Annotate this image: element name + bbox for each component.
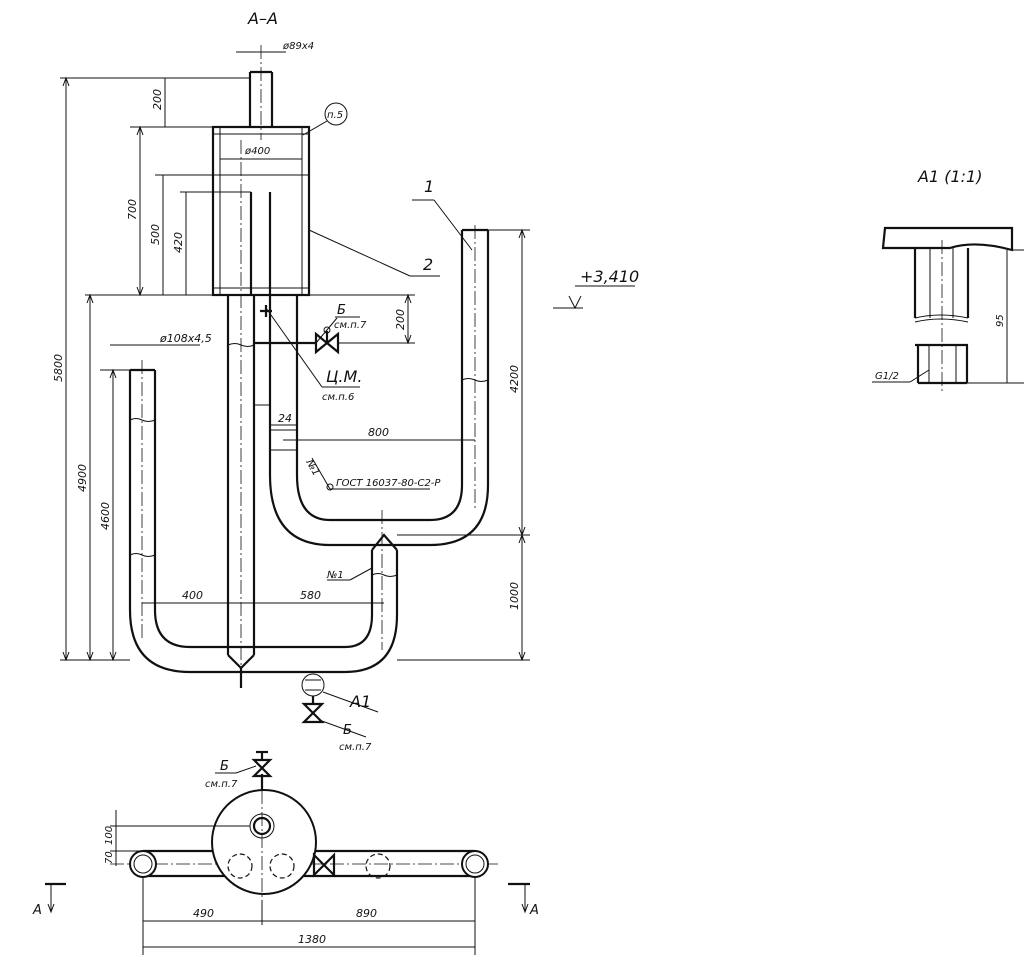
section-mark-right: А xyxy=(529,903,539,918)
dim-700: 700 xyxy=(126,199,139,220)
see-p6: см.п.6 xyxy=(322,392,354,403)
dim-490: 490 xyxy=(193,907,214,920)
see-p7-side: см.п.7 xyxy=(334,320,367,331)
thread-label: G1/2 xyxy=(875,371,899,382)
dimension-lines xyxy=(60,51,530,662)
callout-b-plan: Б xyxy=(220,759,229,774)
dim-1000: 1000 xyxy=(508,582,521,610)
pos-ref-label: п.5 xyxy=(327,110,343,121)
standard-label: ГОСТ 16037-80-С2-Р xyxy=(336,478,441,489)
callout-2: 2 xyxy=(423,255,433,274)
elevation-label: +3,410 xyxy=(580,267,639,286)
dim-24: 24 xyxy=(278,412,292,425)
dim-420: 420 xyxy=(172,232,185,253)
center-mark xyxy=(260,305,272,317)
right-riser-pipe xyxy=(268,295,299,475)
detail-title: А1 (1:1) xyxy=(917,167,982,186)
vessel-dia-label: ø400 xyxy=(244,146,270,157)
section-mark-left: А xyxy=(32,903,42,918)
center-downcomer-pipe xyxy=(226,295,270,670)
see-p7-bottom: см.п.7 xyxy=(339,742,372,753)
callout-b-side: Б xyxy=(337,303,346,318)
pos-ref-bubble xyxy=(324,102,348,126)
plan-view xyxy=(45,750,530,955)
dim-95: 95 xyxy=(995,314,1006,327)
dim-890: 890 xyxy=(356,907,377,920)
weld-mark-upper: №1 xyxy=(303,457,321,478)
dim-4200: 4200 xyxy=(508,365,521,393)
elevation-mark xyxy=(553,285,635,310)
inner-pipe xyxy=(249,192,272,295)
bottom-drain-valve xyxy=(239,668,325,724)
vessel-cylinder xyxy=(211,125,311,297)
dim-1380: 1380 xyxy=(298,933,326,946)
dim-4900: 4900 xyxy=(76,464,89,492)
pipe-top-label: ø89x4 xyxy=(282,41,314,52)
dim-4600: 4600 xyxy=(99,502,112,530)
right-u-loop-pipe xyxy=(268,228,490,547)
dim-200-side: 200 xyxy=(394,309,407,330)
dim-70: 70 xyxy=(104,851,115,864)
callout-a1: А1 xyxy=(349,692,371,711)
weld-mark-lower: №1 xyxy=(326,570,344,581)
cm-label: Ц.М. xyxy=(326,367,362,386)
dim-200-top: 200 xyxy=(151,89,164,110)
dim-100: 100 xyxy=(104,826,115,845)
section-title: А–А xyxy=(247,9,278,28)
see-p7-plan: см.п.7 xyxy=(205,779,238,790)
pipe-side-label: ø108x4,5 xyxy=(159,332,212,345)
left-u-loop-pipe xyxy=(128,368,399,674)
callout-1: 1 xyxy=(424,177,434,196)
detail-a1-fitting xyxy=(872,226,1024,392)
dim-500: 500 xyxy=(149,224,162,245)
dim-5800: 5800 xyxy=(52,354,65,382)
dim-400: 400 xyxy=(182,589,203,602)
dim-800: 800 xyxy=(368,426,389,439)
dim-580: 580 xyxy=(300,589,321,602)
side-valve xyxy=(254,326,340,355)
